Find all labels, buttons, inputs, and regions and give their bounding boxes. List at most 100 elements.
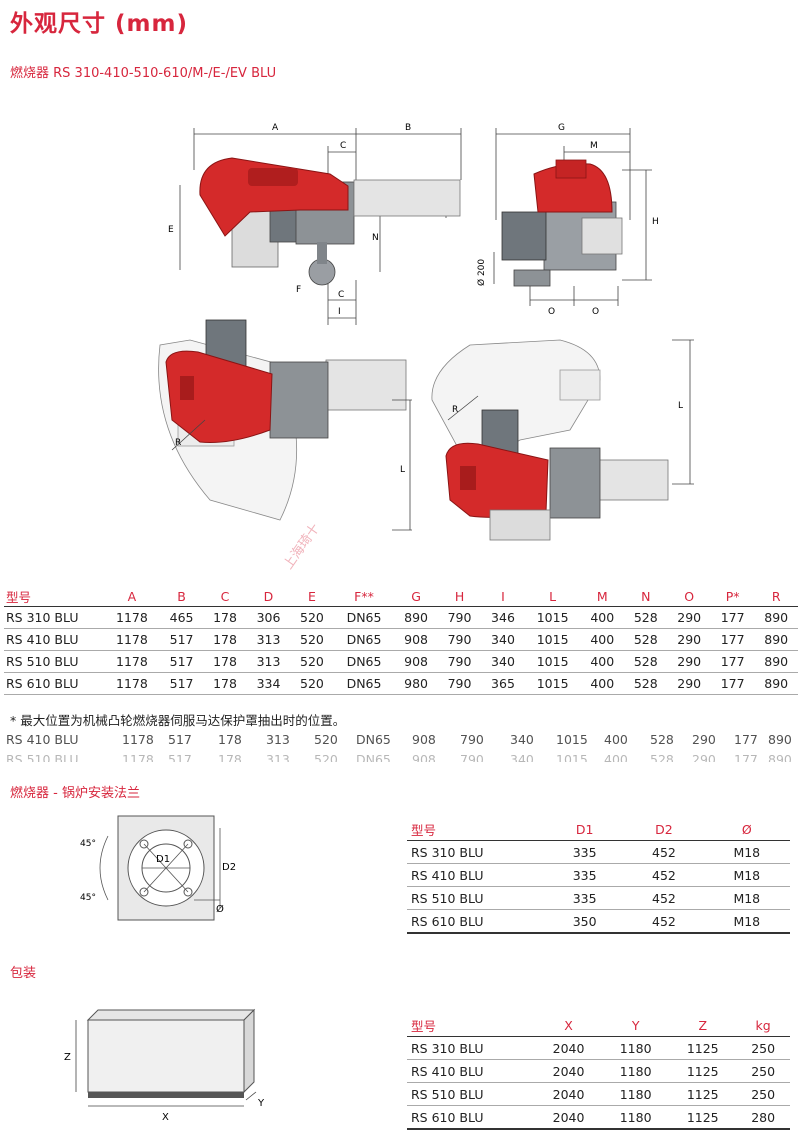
col-header: N [624, 586, 668, 607]
dim-label-c2: C [338, 290, 344, 300]
bleed-cell: DN65 [356, 752, 391, 762]
table-cell: 1180 [602, 1036, 670, 1060]
bleed-cell: 890 [768, 752, 792, 762]
table-cell: 790 [437, 672, 482, 695]
flange-label-d1: D1 [156, 854, 170, 865]
col-header: F** [333, 586, 395, 607]
packing-label-y: Y [257, 1098, 265, 1109]
table-cell: 1178 [104, 672, 160, 695]
table-row: RS 410 BLU 335 452 M18 [407, 863, 790, 887]
table-cell: 1125 [669, 1082, 737, 1106]
bleed-cell: 400 [604, 732, 628, 747]
table-cell: 1178 [104, 606, 160, 629]
bleed-cell: 790 [460, 752, 484, 762]
table-cell: 517 [159, 650, 204, 673]
bleed-cell: 177 [734, 752, 758, 762]
table-cell: RS 310 BLU [407, 1036, 535, 1060]
burner-front-view: G M H Ø 200 O O [476, 123, 659, 317]
table-row: RS 510 BLU 2040 1180 1125 250 [407, 1082, 790, 1106]
table-cell: 1178 [104, 628, 160, 651]
col-header: P* [710, 586, 755, 607]
table-cell: 334 [246, 672, 291, 695]
watermark: 上海琦十 [281, 521, 323, 572]
bleed-cell: 908 [412, 732, 436, 747]
table-cell: 2040 [535, 1059, 603, 1083]
table-cell: 790 [437, 650, 482, 673]
table-row: RS 510 BLU 1178 517 178 313 520 DN65 908… [4, 650, 798, 673]
table-row: RS 310 BLU 335 452 M18 [407, 840, 790, 864]
table-cell: 528 [624, 606, 668, 629]
packing-section-title: 包装 [10, 966, 37, 981]
table-cell: 890 [754, 650, 798, 673]
bleed-cell: 520 [314, 732, 338, 747]
dim-label-o2: O [592, 307, 599, 317]
table-cell: 290 [667, 606, 711, 629]
table-cell: 2040 [535, 1105, 603, 1130]
table-cell: RS 510 BLU [407, 1082, 535, 1106]
dim-label-n: N [372, 233, 379, 243]
bleed-cell: 178 [218, 732, 242, 747]
table-cell: 1125 [669, 1059, 737, 1083]
table-cell: RS 610 BLU [4, 672, 104, 695]
footnote: * 最大位置为机械凸轮燃烧器伺服马达保护罩抽出时的位置。 [10, 713, 346, 728]
table-cell: 177 [710, 606, 755, 629]
bleed-row: RS 410 BLU 1178 517 178 313 520 DN65 908… [4, 732, 798, 748]
bleed-cell: 313 [266, 752, 290, 762]
table-cell: 517 [159, 628, 204, 651]
table-row: RS 610 BLU 350 452 M18 [407, 909, 790, 934]
table-cell: 452 [624, 909, 704, 934]
bleed-cell: 517 [168, 752, 192, 762]
table-cell: 178 [203, 672, 247, 695]
flange-angle-label-bottom: 45° [80, 893, 96, 903]
table-cell: RS 510 BLU [4, 650, 104, 673]
table-cell: 1015 [524, 672, 581, 695]
table-cell: 908 [394, 628, 438, 651]
table-cell: 365 [481, 672, 525, 695]
col-header: M [580, 586, 625, 607]
table-row: RS 410 BLU 1178 517 178 313 520 DN65 908… [4, 628, 798, 651]
table-cell: 520 [290, 672, 334, 695]
bleed-cell: 290 [692, 752, 716, 762]
burner-side-view: A B C D E N F C I [168, 123, 462, 325]
dim-label-i: I [338, 307, 341, 317]
col-header: D [246, 586, 291, 607]
table-cell: 1015 [524, 606, 581, 629]
table-cell: DN65 [333, 672, 395, 695]
table-header-row: 型号 X Y Z kg [407, 1014, 790, 1037]
table-cell: 528 [624, 650, 668, 673]
dim-label-g: G [558, 123, 565, 133]
page-subtitle: 燃烧器 RS 310-410-510-610/M-/E-/EV BLU [10, 66, 277, 81]
bleed-cell: 790 [460, 732, 484, 747]
flange-table: 型号 D1 D2 Ø RS 310 BLU 335 452 M18 RS 410… [407, 818, 790, 934]
table-row: RS 610 BLU 1178 517 178 334 520 DN65 980… [4, 672, 798, 695]
table-cell: 1125 [669, 1105, 737, 1130]
col-header: H [437, 586, 482, 607]
bleed-cell: 340 [510, 732, 534, 747]
table-cell: RS 610 BLU [407, 1105, 535, 1130]
col-header: I [481, 586, 525, 607]
table-cell: 528 [624, 628, 668, 651]
table-cell: 250 [736, 1059, 790, 1083]
table-cell: 1178 [104, 650, 160, 673]
table-cell: 340 [481, 650, 525, 673]
table-cell: 177 [710, 628, 755, 651]
bleed-cell: DN65 [356, 732, 391, 747]
table-cell: 452 [624, 840, 704, 864]
col-header: L [524, 586, 581, 607]
table-cell: 1180 [602, 1082, 670, 1106]
burner-rotated-left: R L [158, 319, 412, 531]
table-cell: 528 [624, 672, 668, 695]
burner-drawings: A B C D E N F C I [158, 123, 694, 572]
bleed-cell: 313 [266, 732, 290, 747]
table-cell: 520 [290, 606, 334, 629]
flange-section-title: 燃烧器 - 锅炉安装法兰 [10, 786, 140, 801]
packing-label-x: X [162, 1112, 169, 1123]
dim-label-l-right: L [678, 401, 683, 411]
packing-label-z: Z [64, 1052, 71, 1063]
dim-label-b: B [405, 123, 411, 133]
bleed-cell: RS 410 BLU [6, 732, 79, 747]
table-cell: 290 [667, 628, 711, 651]
col-header: 型号 [407, 1014, 535, 1037]
flange-label-hole: Ø [216, 903, 224, 915]
table-cell: 520 [290, 628, 334, 651]
